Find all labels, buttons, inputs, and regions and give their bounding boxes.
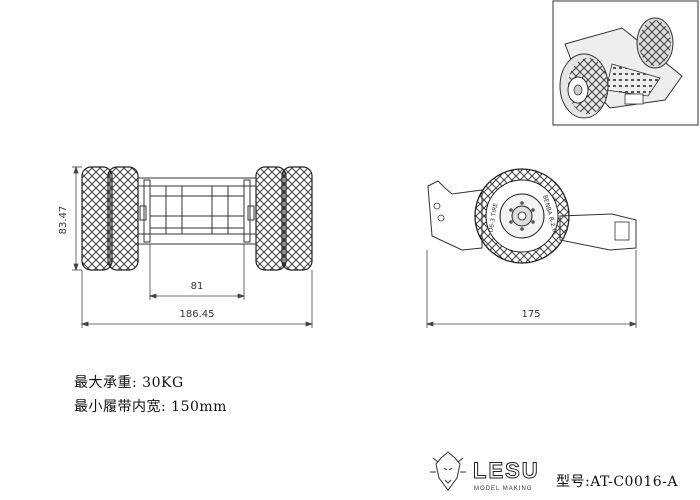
- front-right-wheels: [255, 166, 313, 271]
- side-frame-rear: [427, 180, 483, 251]
- iso-wheel-back-tread: [639, 20, 671, 66]
- front-dimensions: [72, 165, 314, 328]
- side-lug-nuts: [509, 201, 535, 231]
- side-hub-center: [517, 211, 527, 221]
- isometric-view: [552, 0, 699, 126]
- spec-max-load: 最大承重: 30KG: [74, 375, 184, 391]
- model-number: 型号:AT-C0016-A: [556, 474, 679, 490]
- iso-bracket: [624, 93, 644, 105]
- lion-head-icon: [430, 451, 466, 491]
- dim-length: 175: [521, 309, 540, 320]
- side-dimensions: [425, 250, 638, 328]
- side-hole-2: [437, 214, 445, 222]
- iso-hub-center: [573, 84, 583, 96]
- lesu-logo: LESU MODEL MAKING: [430, 451, 540, 492]
- tire-left-inner: [107, 166, 139, 271]
- dim-total-width: 186.45: [180, 309, 215, 320]
- spec-min-track-width: 最小履带内宽: 150mm: [74, 399, 227, 415]
- dim-inner-width: 81: [191, 281, 204, 292]
- side-bracket: [614, 221, 630, 241]
- side-view: BENBA R-2.6 D6-3 TIRE 175: [425, 168, 638, 328]
- side-hole-1: [433, 202, 441, 210]
- dim-height: 83.47: [58, 206, 69, 235]
- front-left-wheels: [81, 166, 139, 271]
- brand-tagline: MODEL MAKING: [474, 486, 532, 492]
- tire-right-outer: [281, 166, 313, 271]
- front-frame: [137, 177, 257, 245]
- front-view: 83.47 81 186.45: [58, 165, 314, 328]
- brand-name: LESU: [473, 458, 540, 483]
